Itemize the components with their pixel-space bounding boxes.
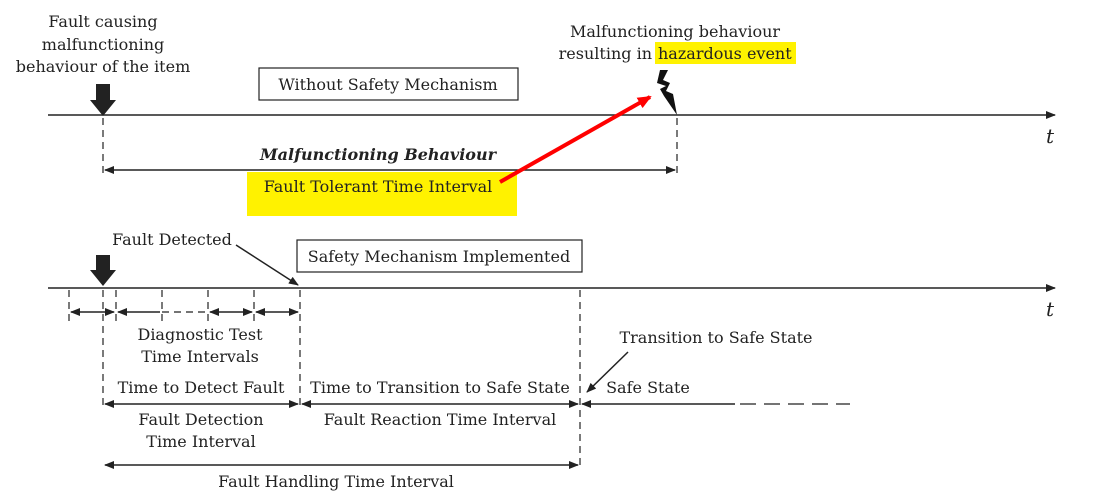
time-to-detect-label: Time to Detect Fault — [118, 378, 285, 397]
fdti-label-line: Fault Detection — [138, 410, 263, 429]
red-arrow — [499, 95, 652, 184]
without-safety-box — [258, 67, 519, 101]
hazard-label-prefix: resulting in — [559, 44, 652, 63]
top-fault-label-line: malfunctioning — [42, 35, 164, 54]
top-fault-down-arrow-icon — [90, 84, 116, 116]
top-axis-label: t — [1046, 124, 1055, 148]
transition-pointer — [586, 351, 629, 393]
safety-mechanism-label: Safety Mechanism Implemented — [308, 247, 570, 266]
ftti-label: Fault Tolerant Time Interval — [264, 177, 493, 196]
ftti-highlight — [247, 172, 517, 216]
safe-state-label: Safe State — [606, 378, 690, 397]
fhti-label: Fault Handling Time Interval — [218, 472, 454, 491]
without-safety-label: Without Safety Mechanism — [278, 75, 497, 94]
fault-detected-label: Fault Detected — [112, 230, 232, 249]
hazard-highlight — [655, 42, 796, 64]
top-fault-label-line: Fault causing — [48, 12, 157, 31]
bottom-fault-down-arrow-icon — [90, 255, 116, 286]
hazard-label-highlight: hazardous event — [658, 44, 792, 63]
fault-detected-pointer — [235, 244, 299, 286]
safety-mechanism-box — [296, 239, 583, 273]
top-fault-label-line: behaviour of the item — [16, 57, 191, 76]
time-to-transition-label: Time to Transition to Safe State — [310, 378, 570, 397]
transition-to-safe-state-label: Transition to Safe State — [619, 328, 812, 347]
hazard-lightning-bolt-icon — [657, 70, 677, 115]
malfunctioning-behaviour-label: Malfunctioning Behaviour — [259, 145, 498, 164]
frti-label: Fault Reaction Time Interval — [324, 410, 556, 429]
fdti-label-line: Time Interval — [146, 432, 255, 451]
diagnostic-label-line: Time Intervals — [141, 347, 259, 366]
diagnostic-label-line: Diagnostic Test — [137, 325, 263, 344]
hazard-label-line1: Malfunctioning behaviour — [570, 22, 780, 41]
top-fault-label: Fault causing malfunctioning behaviour o… — [16, 12, 191, 76]
bottom-axis-label: t — [1046, 297, 1055, 321]
